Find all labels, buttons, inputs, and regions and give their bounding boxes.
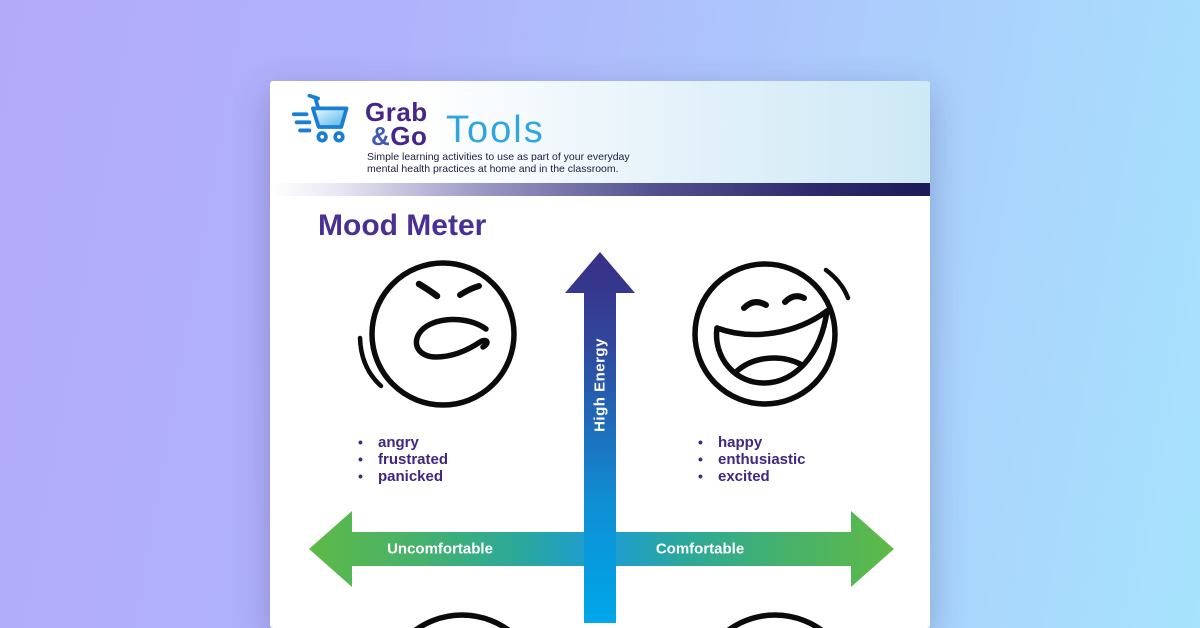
bullet-icon: • xyxy=(358,434,363,450)
bullet-icon: • xyxy=(358,468,363,484)
logo-grab-text: Grab xyxy=(365,97,428,127)
flyer-header: Grab &Go Tools Simple learning activitie… xyxy=(270,81,930,183)
energy-axis-arrow xyxy=(565,252,635,623)
mood-item: • panicked xyxy=(358,468,558,485)
logo-tools-text: Tools xyxy=(446,109,545,151)
angry-face-icon xyxy=(357,260,517,408)
tagline: Simple learning activities to use as par… xyxy=(367,151,630,175)
mood-item: • excited xyxy=(698,468,898,485)
uncomfortable-high-energy-moods: • angry • frustrated • panicked xyxy=(358,434,558,485)
logo-ampersand: & xyxy=(371,121,391,151)
laughing-face-icon xyxy=(692,261,851,407)
mood-item: • frustrated xyxy=(358,451,558,468)
bullet-icon: • xyxy=(358,451,363,467)
tagline-line-1: Simple learning activities to use as par… xyxy=(367,151,630,163)
mood-item: • happy xyxy=(698,434,898,451)
comfortable-axis-label: Comfortable xyxy=(655,540,745,558)
mood-word: frustrated xyxy=(378,451,449,468)
bullet-icon: • xyxy=(698,468,703,484)
header-divider-bar xyxy=(270,183,930,196)
mood-item: • angry xyxy=(358,434,558,451)
logo-and-go-text: &Go xyxy=(371,121,427,152)
mood-item: • enthusiastic xyxy=(698,451,898,468)
partial-bottom-faces-icon xyxy=(413,612,824,628)
bullet-icon: • xyxy=(698,451,703,467)
page-title: Mood Meter xyxy=(318,209,487,242)
shopping-cart-icon xyxy=(292,93,349,143)
comfortable-high-energy-moods: • happy • enthusiastic • excited xyxy=(698,434,898,485)
mood-word: enthusiastic xyxy=(718,451,806,468)
tagline-line-2: mental health practices at home and in t… xyxy=(367,163,619,175)
mood-word: angry xyxy=(378,434,419,451)
mood-word: excited xyxy=(718,468,770,485)
mood-word: happy xyxy=(718,434,763,451)
bullet-icon: • xyxy=(698,434,703,450)
uncomfortable-axis-label: Uncomfortable xyxy=(387,540,493,558)
logo-go-text: Go xyxy=(390,121,428,151)
grab-and-go-flyer: Grab &Go Tools Simple learning activitie… xyxy=(270,81,930,628)
mood-word: panicked xyxy=(378,468,444,485)
high-energy-axis-label: High Energy xyxy=(591,338,609,432)
